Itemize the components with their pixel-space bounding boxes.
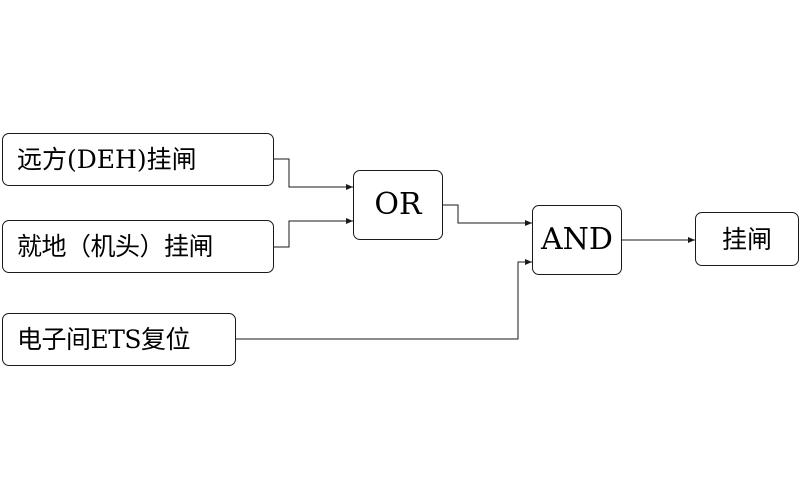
local-head-trip-label: 就地（机头）挂闸 bbox=[17, 232, 214, 261]
connector-ets-to-and bbox=[236, 259, 532, 340]
trip-output-label: 挂闸 bbox=[721, 224, 772, 254]
trip-output-box: 挂闸 bbox=[695, 212, 799, 266]
ets-reset-label: 电子间ETS复位 bbox=[17, 325, 191, 354]
or-gate-label: OR bbox=[374, 187, 422, 222]
connector-remote-to-or bbox=[274, 158, 353, 190]
and-gate: AND bbox=[532, 205, 622, 275]
local-head-trip-box: 就地（机头）挂闸 bbox=[2, 220, 274, 273]
ets-reset-box: 电子间ETS复位 bbox=[2, 313, 236, 366]
remote-deh-trip-label: 远方(DEH)挂闸 bbox=[17, 145, 197, 174]
connector-local-to-or bbox=[274, 218, 353, 248]
and-gate-label: AND bbox=[541, 222, 613, 257]
connector-or-to-and bbox=[443, 204, 532, 226]
or-gate: OR bbox=[353, 170, 443, 240]
remote-deh-trip-box: 远方(DEH)挂闸 bbox=[2, 133, 274, 186]
